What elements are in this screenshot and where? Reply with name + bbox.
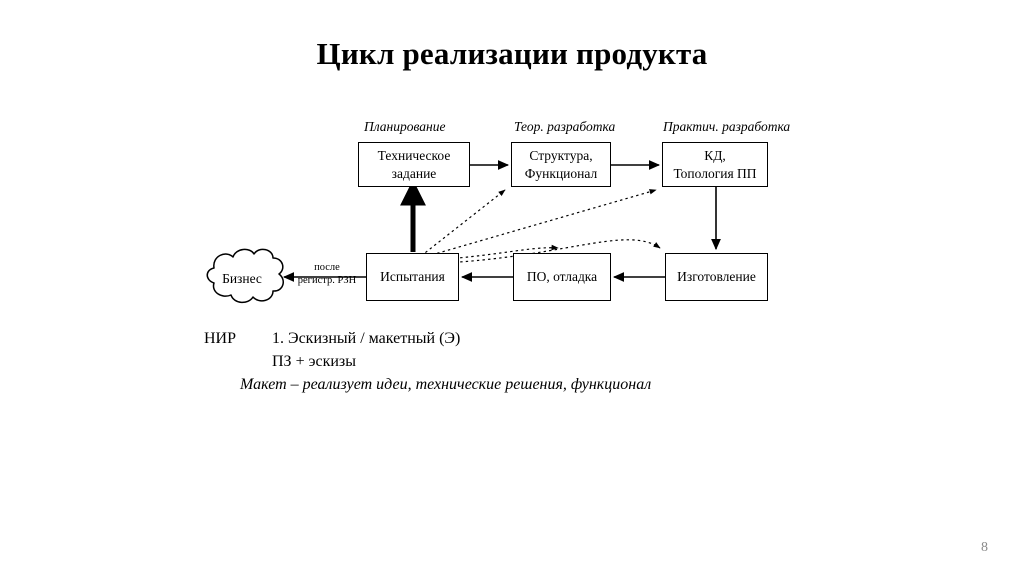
edge-label-after-registration-line2: регистр. РЗН (297, 274, 357, 286)
page-number: 8 (981, 540, 988, 555)
business-cloud-shape (206, 248, 284, 304)
arrow-testing-to-kd-feedback (420, 189, 657, 259)
node-testing[interactable]: Испытания (366, 253, 459, 301)
page-title: Цикл реализации продукта (316, 36, 708, 71)
node-business[interactable]: Бизнес (197, 251, 287, 307)
node-manufacturing-label: Изготовление (677, 269, 756, 285)
note-row-1-col-b: ПЗ + эскизы (272, 353, 356, 370)
edge-label-after-registration: после регистр. РЗН (286, 262, 368, 287)
note-row: ПЗ + эскизы (200, 353, 820, 376)
node-design-documentation-line1: КД, (704, 148, 726, 164)
node-design-documentation-pcb-topology[interactable]: КД, Топология ПП (662, 142, 768, 187)
node-structure-functionality[interactable]: Структура, Функционал (511, 142, 611, 187)
node-design-documentation-line2: Топология ПП (673, 165, 757, 181)
stage-caption-theory: Теор. разработка (514, 119, 616, 134)
node-testing-label: Испытания (380, 269, 445, 285)
node-software-debugging-label: ПО, отладка (526, 269, 598, 285)
node-technical-specification-line1: Техническое (377, 148, 451, 164)
node-business-label: Бизнес (222, 271, 262, 286)
node-software-debugging[interactable]: ПО, отладка (513, 253, 611, 301)
stage-caption-planning: Планирование (364, 119, 446, 134)
arrow-testing-to-manufacturing-feedback (420, 239, 661, 265)
note-row: НИР 1. Эскизный / макетный (Э) (200, 330, 820, 353)
node-structure-functionality-line1: Структура, (529, 148, 593, 164)
arrow-testing-to-structure-feedback (420, 189, 506, 257)
node-technical-specification[interactable]: Техническое задание (358, 142, 470, 187)
edge-label-after-registration-line1: после (314, 262, 340, 273)
node-technical-specification-line2: задание (391, 165, 437, 181)
note-row-0-col-b: 1. Эскизный / макетный (Э) (272, 330, 461, 347)
notes-block: НИР 1. Эскизный / макетный (Э) ПЗ + эски… (200, 330, 820, 402)
stage-caption-practice: Практич. разработка (663, 119, 791, 134)
note-italic-line: Макет – реализует идеи, технические реше… (240, 376, 652, 393)
node-manufacturing[interactable]: Изготовление (665, 253, 768, 301)
note-row-0-col-a: НИР (204, 330, 237, 347)
node-structure-functionality-line2: Функционал (524, 165, 598, 181)
note-row-italic: Макет – реализует идеи, технические реше… (200, 376, 820, 402)
